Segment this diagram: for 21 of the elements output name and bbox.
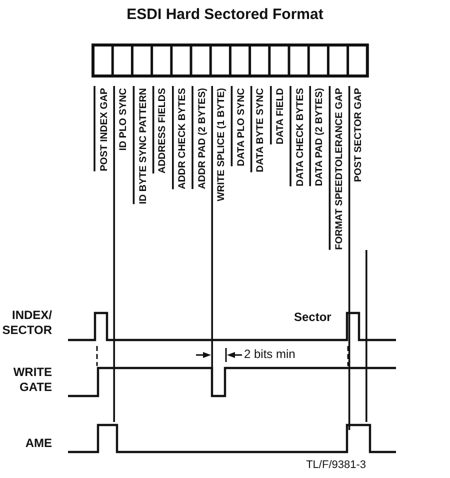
field-label: DATA PAD (2 BYTES) (314, 88, 326, 186)
field-label: ID BYTE SYNC PATTERN (138, 88, 150, 204)
field-label: ADDRESS FIELDS (157, 88, 170, 174)
pulse-label: Sector (294, 310, 332, 324)
field-label: ID PLO SYNC (118, 88, 130, 151)
signal-name: AME (25, 436, 52, 450)
field-label: DATA FIELD (274, 88, 287, 144)
field-label: POST SECTOR GAP (353, 88, 366, 182)
signal-name: WRITE GATE (12, 365, 52, 395)
field-label: ADDR PAD (2 BYTES) (196, 88, 208, 190)
field-label: FORMAT SPEEDTOLERANCE GAP (334, 88, 346, 250)
field-label: WRITE SPLICE (1 BYTE) (216, 88, 228, 202)
field-label: DATA PLO SYNC (236, 88, 248, 166)
field-label: DATA CHECK BYTES (294, 88, 306, 186)
field-label: DATA BYTE SYNC (255, 88, 268, 172)
dimension-label: 2 bits min (244, 347, 296, 361)
field-label: ADDR CHECK BYTES (176, 88, 189, 190)
figure-code: TL/F/9381-3 (306, 459, 366, 471)
signal-name: INDEX/ SECTOR (1, 308, 52, 338)
diagram-title: ESDI Hard Sectored Format (126, 6, 324, 23)
field-label: POST INDEX GAP (98, 88, 110, 172)
